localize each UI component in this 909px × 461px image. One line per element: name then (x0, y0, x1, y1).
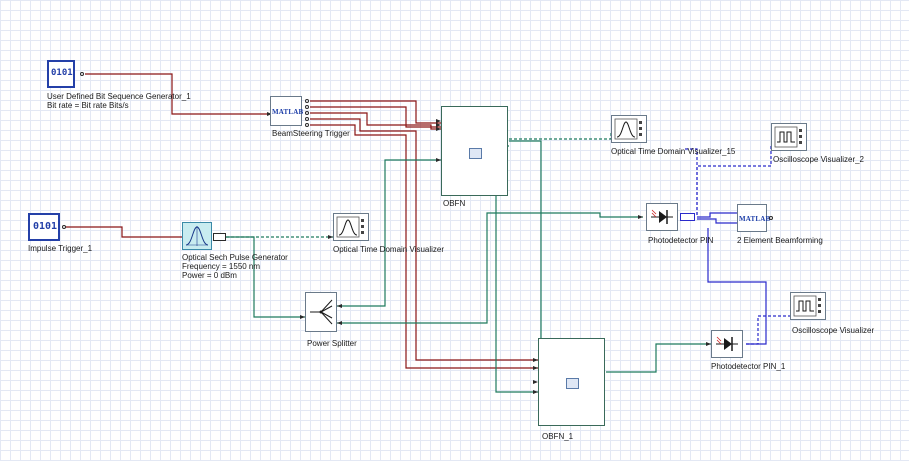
beamsteering-trigger[interactable]: MATLAB (270, 96, 304, 126)
arrow-obfn1-in-1 (533, 358, 538, 362)
splitter-icon (310, 299, 333, 325)
arrow-obfn-in-3 (436, 127, 441, 131)
impulse-trigger[interactable]: 0101 (28, 213, 60, 241)
arrow-obfn1-in-4 (533, 390, 538, 394)
sech-label-3: Power = 0 dBm (182, 271, 237, 280)
bit-sequence-generator[interactable]: 0101 (47, 60, 75, 88)
time-domain-icon (336, 216, 364, 238)
arrow-splitter-out-2 (337, 321, 342, 325)
wire-matlab-to-obfn-3 (310, 112, 441, 130)
osc2-label: Oscilloscope Visualizer_2 (773, 155, 865, 164)
otdv15-label: Optical Time Domain Visualizer_15 (611, 147, 736, 156)
wire-impulse-to-sech (64, 226, 182, 238)
wire-pd1-to-osc (746, 315, 790, 345)
wire-pd-to-beamforming-2 (697, 218, 737, 224)
osc-label: Oscilloscope Visualizer (792, 326, 875, 335)
impulse-output-port[interactable] (62, 225, 66, 229)
pd-label: Photodetector PIN (648, 236, 714, 245)
arrow-pd1-in (706, 342, 711, 346)
wire-pd1-to-beamforming (707, 228, 767, 345)
arrow-otdv-in (328, 235, 333, 239)
bit-sequence-icon: 0101 (51, 68, 73, 78)
impulse-icon: 0101 (33, 221, 58, 232)
beamforming-block[interactable]: MATLAB (737, 204, 771, 232)
wire-obfn1-to-pd1 (606, 343, 711, 373)
bitseq-label-2: Bit rate = Bit rate Bits/s (47, 101, 129, 110)
oscilloscope-2-icon (774, 126, 802, 148)
sech-label-2: Frequency = 1550 nm (182, 262, 261, 271)
matlab-icon: MATLAB (272, 108, 304, 116)
sech-pulse-icon (185, 226, 209, 246)
optical-time-domain-visualizer-15[interactable] (611, 115, 647, 143)
photodetector-pin-1[interactable] (711, 330, 743, 358)
arrow-splitter-out-1 (337, 304, 342, 308)
wire-pd-to-beamforming-1 (697, 212, 737, 218)
impulse-label: Impulse Trigger_1 (28, 244, 93, 253)
optical-time-domain-visualizer[interactable] (333, 213, 369, 241)
obfn-block[interactable] (441, 106, 508, 196)
beamforming-matlab-icon: MATLAB (739, 215, 771, 223)
wire-matlab-to-obfn-2 (310, 106, 441, 128)
pd1-label: Photodetector PIN_1 (711, 362, 786, 371)
pd-output-port[interactable] (680, 213, 695, 221)
oscilloscope-visualizer[interactable] (790, 292, 826, 320)
photodetector-pin[interactable] (646, 203, 678, 231)
sech-pulse-generator[interactable] (182, 222, 212, 250)
bitseq-output-port[interactable] (80, 72, 84, 76)
obfn-1-icon (566, 378, 579, 389)
arrow-obfn1-in-2 (533, 366, 538, 370)
sech-output-port[interactable] (213, 233, 226, 241)
arrow-pd-in (638, 215, 643, 219)
arrow-splitter-in (300, 315, 305, 319)
power-splitter[interactable] (305, 292, 337, 332)
wire-matlab-to-obfn1-2 (310, 124, 538, 369)
arrow-matlab-in (267, 112, 272, 116)
beamforming-label: 2 Element Beamforming (737, 236, 823, 245)
wire-splitter-to-obfn1 (337, 212, 643, 324)
wire-sech-to-splitter (226, 236, 305, 318)
matlab-out-port-1[interactable] (305, 99, 309, 103)
time-domain-15-icon (614, 118, 642, 140)
arrow-obfn-in-4 (436, 158, 441, 162)
oscilloscope-icon (793, 295, 821, 317)
wire-bitseq-to-matlab (85, 73, 272, 115)
otdv-label: Optical Time Domain Visualizer (333, 245, 445, 254)
matlab-out-port-5[interactable] (305, 123, 309, 127)
photodiode-icon (651, 209, 673, 224)
obfn-icon (469, 148, 482, 159)
matlab-out-port-2[interactable] (305, 105, 309, 109)
wire-matlab-to-obfn-1 (310, 100, 441, 124)
wire-obfn-to-pd (509, 140, 542, 383)
oscilloscope-visualizer-2[interactable] (771, 123, 807, 151)
matlab-out-port-3[interactable] (305, 111, 309, 115)
photodiode-1-icon (716, 336, 738, 351)
matlab-out-port-4[interactable] (305, 117, 309, 121)
arrow-obfn-in-2 (436, 123, 441, 127)
beamsteering-label: BeamSteering Trigger (272, 129, 350, 138)
sech-label-1: Optical Sech Pulse Generator (182, 253, 288, 262)
wire-obfn-to-otdv15 (509, 131, 612, 140)
beamforming-output-port[interactable] (769, 216, 773, 220)
obfn-1-block[interactable] (538, 338, 605, 426)
bitseq-label-1: User Defined Bit Sequence Generator_1 (47, 92, 191, 101)
arrow-obfn1-in-3 (533, 380, 538, 384)
wire-pd-to-otdv15 (683, 148, 698, 215)
splitter-label: Power Splitter (307, 339, 357, 348)
wire-matlab-to-obfn1-1 (310, 118, 538, 361)
obfn-label: OBFN (443, 199, 466, 208)
wire-pd-to-osc2 (696, 145, 772, 215)
arrow-obfn-in-1 (436, 119, 441, 123)
obfn-1-label: OBFN_1 (542, 432, 574, 441)
wire-splitter-to-obfn (337, 159, 441, 307)
